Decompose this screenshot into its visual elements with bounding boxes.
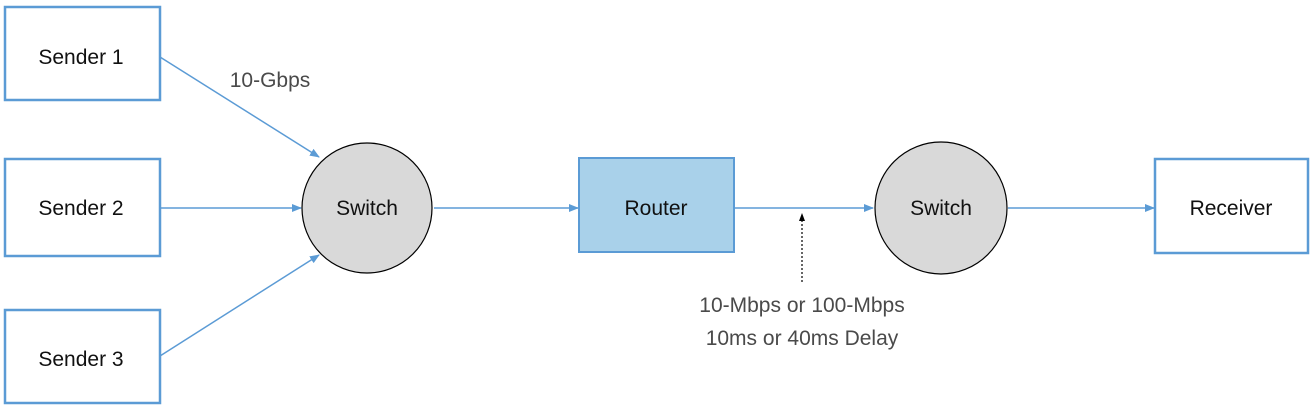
- switch-left-node: Switch: [301, 142, 433, 274]
- router-node: Router: [578, 157, 735, 253]
- sender-1-label: Sender 1: [38, 46, 123, 69]
- bottleneck-bandwidth-label: 10-Mbps or 100-Mbps: [699, 294, 904, 317]
- link-sender1-switch: [159, 56, 320, 158]
- router-label: Router: [624, 197, 687, 220]
- receiver-label: Receiver: [1190, 197, 1273, 220]
- sender-1-node: Sender 1: [3, 5, 162, 102]
- switch-right-node: Switch: [874, 141, 1008, 275]
- receiver-node: Receiver: [1153, 157, 1310, 255]
- sender-3-node: Sender 3: [3, 308, 162, 405]
- link-sender3-switch: [159, 254, 320, 357]
- bottleneck-delay-label: 10ms or 40ms Delay: [706, 327, 899, 350]
- sender-2-label: Sender 2: [38, 197, 123, 220]
- sender-2-node: Sender 2: [3, 157, 162, 258]
- switch-left-label: Switch: [336, 197, 398, 220]
- access-link-speed-label: 10-Gbps: [230, 69, 311, 92]
- sender-3-label: Sender 3: [38, 348, 123, 371]
- switch-right-label: Switch: [910, 197, 972, 220]
